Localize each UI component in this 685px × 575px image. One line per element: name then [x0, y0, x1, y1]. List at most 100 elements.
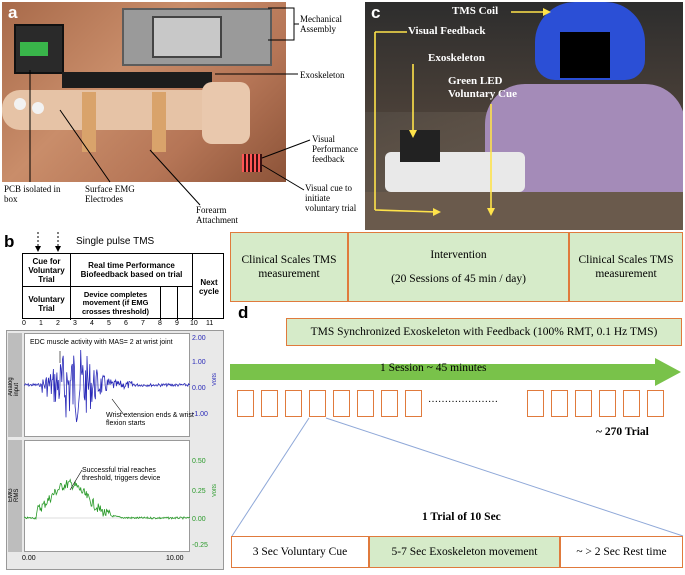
rest-phase-box: ~ > 2 Sec Rest time [560, 536, 683, 568]
strap-shape [152, 92, 166, 152]
emg-raw-trace [24, 349, 190, 423]
label-visual-feedback: Visual Feedback [408, 25, 486, 37]
axis-tick: -0.25 [192, 542, 208, 549]
plot2-side-label: EMG RMS [8, 488, 20, 502]
cell-divider [177, 287, 193, 320]
tick-label: 0 [22, 320, 26, 327]
label-tms-coil: TMS Coil [452, 5, 499, 17]
session-arrow [230, 358, 681, 386]
tick-label: 10 [190, 320, 198, 327]
label-visual-performance: Visual Performance feedback [312, 134, 358, 164]
plot2-side-bar [8, 440, 22, 552]
electrode-shape [14, 98, 26, 110]
trial-box [309, 390, 326, 417]
label-surface-emg: Surface EMG Electrodes [85, 184, 135, 204]
plot2-right-axis: 0.50 0.25 0.00 -0.25 Volts [192, 440, 222, 552]
strap-shape [82, 92, 96, 152]
panel-a-letter: a [8, 3, 18, 22]
tick-label: 1 [39, 320, 43, 327]
trial-box [623, 390, 640, 417]
cue-phase-text: 3 Sec Voluntary Cue [252, 546, 348, 558]
trial-box [333, 390, 350, 417]
ellipsis-dots: ………………… [428, 394, 498, 405]
trial-box [285, 390, 302, 417]
trial-box [551, 390, 568, 417]
device-completes-cell: Device completes movement (if EMG crosse… [71, 287, 161, 320]
exoskeleton-photo [2, 2, 286, 182]
trial-title: 1 Trial of 10 Sec [422, 511, 501, 523]
pcb-display-shape [20, 42, 48, 56]
trial-box [575, 390, 592, 417]
electrode-shape [32, 102, 44, 114]
axis-unit: Volts [212, 373, 218, 387]
trial-box [527, 390, 544, 417]
trial-box [237, 390, 254, 417]
label-exoskeleton-c: Exoskeleton [428, 52, 485, 64]
axis-tick: 0.25 [192, 488, 206, 495]
patient-photo [365, 2, 683, 230]
label-mechanical-assembly: Mechanical Assembly [300, 14, 342, 34]
tms-arrows [35, 232, 61, 252]
axis-tick: 0.00 [192, 516, 206, 523]
label-green-led: Green LED Voluntary Cue [448, 75, 517, 100]
panel-b-letter: b [4, 232, 15, 251]
movement-phase-box: 5-7 Sec Exoskeleton movement [369, 536, 560, 568]
zoom-lines [231, 417, 684, 537]
voluntary-trial-cell: Voluntary Trial [23, 287, 71, 320]
axis-tick: 0.00 [192, 385, 206, 392]
trial-count: ~ 270 Trial [596, 426, 649, 438]
label-forearm: Forearm Attachment [196, 205, 238, 225]
intervention-box: Intervention (20 Sessions of 45 min / da… [348, 232, 569, 302]
intervention-detail: (20 Sessions of 45 min / day) [391, 273, 526, 285]
tick-label: 4 [90, 320, 94, 327]
x-axis-left: 0.00 [22, 555, 36, 562]
axis-tick: 1.00 [192, 359, 206, 366]
tick-label: 11 [206, 320, 214, 327]
realtime-header: Real time Performance Biofeedback based … [71, 254, 193, 287]
tick-label: 9 [175, 320, 179, 327]
plot1-side-label: Analog input [8, 377, 20, 396]
label-exoskeleton: Exoskeleton [300, 70, 345, 80]
cue-header: Cue for Voluntary Trial [23, 254, 71, 287]
label-single-pulse-tms: Single pulse TMS [76, 236, 155, 247]
led-matrix-shape [242, 154, 262, 172]
post-assessment-box: Clinical Scales TMS measurement [569, 232, 683, 302]
exoskeleton-frame-shape [62, 72, 212, 88]
tick-label: 2 [56, 320, 60, 327]
trial-box [405, 390, 422, 417]
plot2-annotation: Successful trial reaches threshold, trig… [82, 467, 161, 482]
trial-box [261, 390, 278, 417]
trial-box [647, 390, 664, 417]
trial-box [357, 390, 374, 417]
plot1-right-axis: 2.00 1.00 0.00 -1.00 Volts [192, 333, 222, 437]
panel-a-pointer-lines [29, 7, 311, 206]
tick-label: 3 [73, 320, 77, 327]
panel-c-letter: c [371, 3, 381, 22]
tick-label: 7 [141, 320, 145, 327]
trial-box [599, 390, 616, 417]
pre-assessment-box: Clinical Scales TMS measurement [230, 232, 348, 302]
exoskeleton-shape [400, 130, 440, 162]
post-assessment-text: Clinical Scales TMS measurement [578, 254, 674, 280]
tick-label: 6 [124, 320, 128, 327]
protocol-box: TMS Synchronized Exoskeleton with Feedba… [286, 318, 682, 346]
label-pcb: PCB isolated in box [4, 184, 61, 204]
emg-rms-trace [24, 469, 190, 521]
pre-assessment-text: Clinical Scales TMS measurement [241, 254, 337, 280]
face-block [560, 32, 610, 78]
label-visual-cue: Visual cue to initiate voluntary trial [305, 183, 357, 213]
plot1-side-bar [8, 333, 22, 437]
movement-phase-text: 5-7 Sec Exoskeleton movement [391, 546, 538, 558]
plot1-annotation: Wrist extension ends & wrist flexion sta… [106, 412, 194, 427]
axis-tick: 0.50 [192, 458, 206, 465]
panel-d-letter: d [238, 303, 249, 322]
axis-unit: Volts [212, 484, 218, 498]
panel-c-pointer-lines [374, 8, 551, 216]
tick-row: 0 1 2 3 4 5 6 7 8 9 10 11 [22, 320, 224, 330]
trial-header-table: Cue for Voluntary Trial Real time Perfor… [22, 253, 224, 320]
axis-tick: -1.00 [192, 411, 208, 418]
rest-phase-text: ~ > 2 Sec Rest time [576, 546, 667, 558]
plot1-title: EDC muscle activity with MAS= 2 at wrist… [30, 339, 173, 346]
axis-tick: 2.00 [192, 335, 206, 342]
protocol-text: TMS Synchronized Exoskeleton with Feedba… [310, 326, 658, 338]
